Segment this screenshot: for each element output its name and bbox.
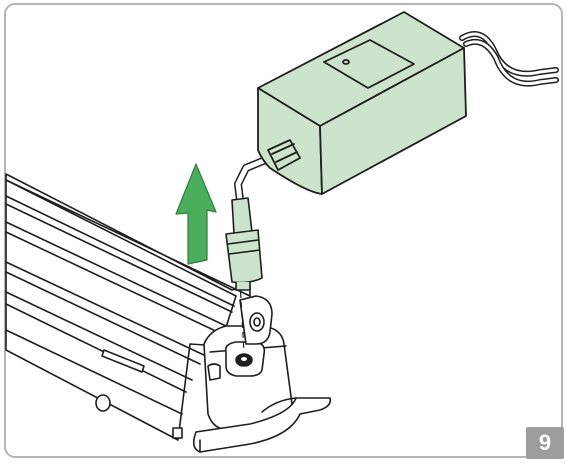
step-number-badge: 9 — [526, 427, 564, 459]
arrow-up-icon — [175, 163, 217, 265]
device-base-icon — [5, 173, 332, 453]
step-number: 9 — [538, 430, 552, 455]
power-adapter-icon — [257, 11, 467, 195]
alignment-guide-line — [239, 281, 245, 353]
mains-cable — [459, 31, 559, 87]
dc-plug-icon — [225, 197, 263, 291]
